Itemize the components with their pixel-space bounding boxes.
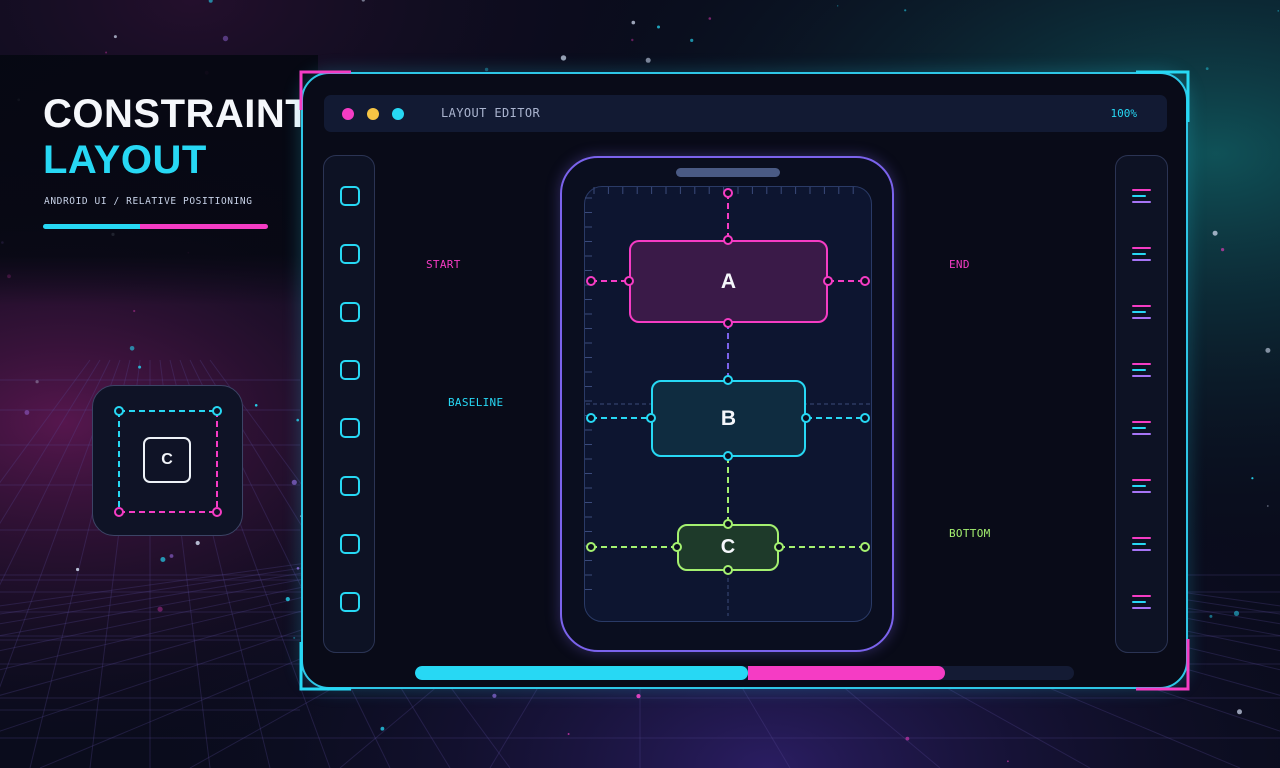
anchor-handle: [723, 318, 733, 328]
tool-5[interactable]: [340, 418, 360, 438]
hero-accent-cyan: [43, 224, 140, 229]
constraint-preview-view-c[interactable]: C: [143, 437, 191, 483]
anchor-handle: [723, 188, 733, 198]
phone-notch: [676, 168, 780, 177]
hero-accent-bar: [43, 224, 268, 229]
progress-pink-segment: [747, 666, 946, 680]
anchor-handle: [723, 235, 733, 245]
hero-title-line1: CONSTRAINT: [43, 92, 311, 136]
align-lines-icon[interactable]: [1132, 189, 1152, 205]
layout-progress-bar: [415, 666, 1074, 680]
align-lines-icon[interactable]: [1132, 479, 1152, 495]
anchor-handle: [586, 276, 596, 286]
editor-toolbar: LAYOUT EDITOR 100%: [324, 95, 1167, 132]
align-lines-icon[interactable]: [1132, 247, 1152, 263]
anchor-handle: [672, 542, 682, 552]
anchor-handle: [823, 276, 833, 286]
constraint-preview-lines: [114, 406, 222, 517]
anchor-handle: [860, 276, 870, 286]
tool-6[interactable]: [340, 476, 360, 496]
tool-8[interactable]: [340, 592, 360, 612]
maximize-dot[interactable]: [392, 108, 404, 120]
anchor-handle: [860, 413, 870, 423]
tool-1[interactable]: [340, 186, 360, 206]
end-label: END: [949, 258, 970, 271]
tool-3[interactable]: [340, 302, 360, 322]
bottom-label: BOTTOM: [949, 527, 991, 540]
tool-7[interactable]: [340, 534, 360, 554]
anchor-handle: [723, 519, 733, 529]
hero-title-line2: LAYOUT: [43, 138, 207, 182]
close-dot[interactable]: [342, 108, 354, 120]
minimize-dot[interactable]: [367, 108, 379, 120]
anchor-handle: [586, 542, 596, 552]
anchor-handle: [586, 413, 596, 423]
align-lines-icon[interactable]: [1132, 363, 1152, 379]
tool-4[interactable]: [340, 360, 360, 380]
view-b[interactable]: B: [651, 380, 806, 457]
anchor-handle: [801, 413, 811, 423]
constraint-anchors: [586, 188, 870, 575]
tool-palette: [323, 155, 375, 653]
phone-frame: A B C: [560, 156, 894, 652]
anchor-handle: [723, 451, 733, 461]
start-label: START: [426, 258, 461, 271]
align-lines-icon[interactable]: [1132, 305, 1152, 321]
align-lines-icon[interactable]: [1132, 421, 1152, 437]
anchor-handle: [774, 542, 784, 552]
hero-accent-pink: [139, 224, 268, 229]
editor-corner-accents: [299, 70, 1190, 691]
hero-panel: [0, 55, 318, 305]
anchor-handle: [723, 375, 733, 385]
zoom-level[interactable]: 100%: [1110, 107, 1138, 120]
editor-title: LAYOUT EDITOR: [441, 106, 541, 120]
layout-editor-window: LAYOUT EDITOR 100% START END BASELINE BO…: [299, 70, 1190, 691]
tool-2[interactable]: [340, 244, 360, 264]
progress-cyan-segment: [415, 666, 748, 680]
anchor-handle: [860, 542, 870, 552]
align-lines-icon[interactable]: [1132, 537, 1152, 553]
anchor-handle: [624, 276, 634, 286]
constraint-preview-card: C: [92, 385, 243, 536]
hero-subtitle: ANDROID UI / RELATIVE POSITIONING: [44, 196, 253, 207]
anchor-handle: [723, 565, 733, 575]
align-lines-icon[interactable]: [1132, 595, 1152, 611]
properties-panel: [1115, 155, 1168, 653]
anchor-handle: [646, 413, 656, 423]
baseline-label: BASELINE: [448, 396, 504, 409]
